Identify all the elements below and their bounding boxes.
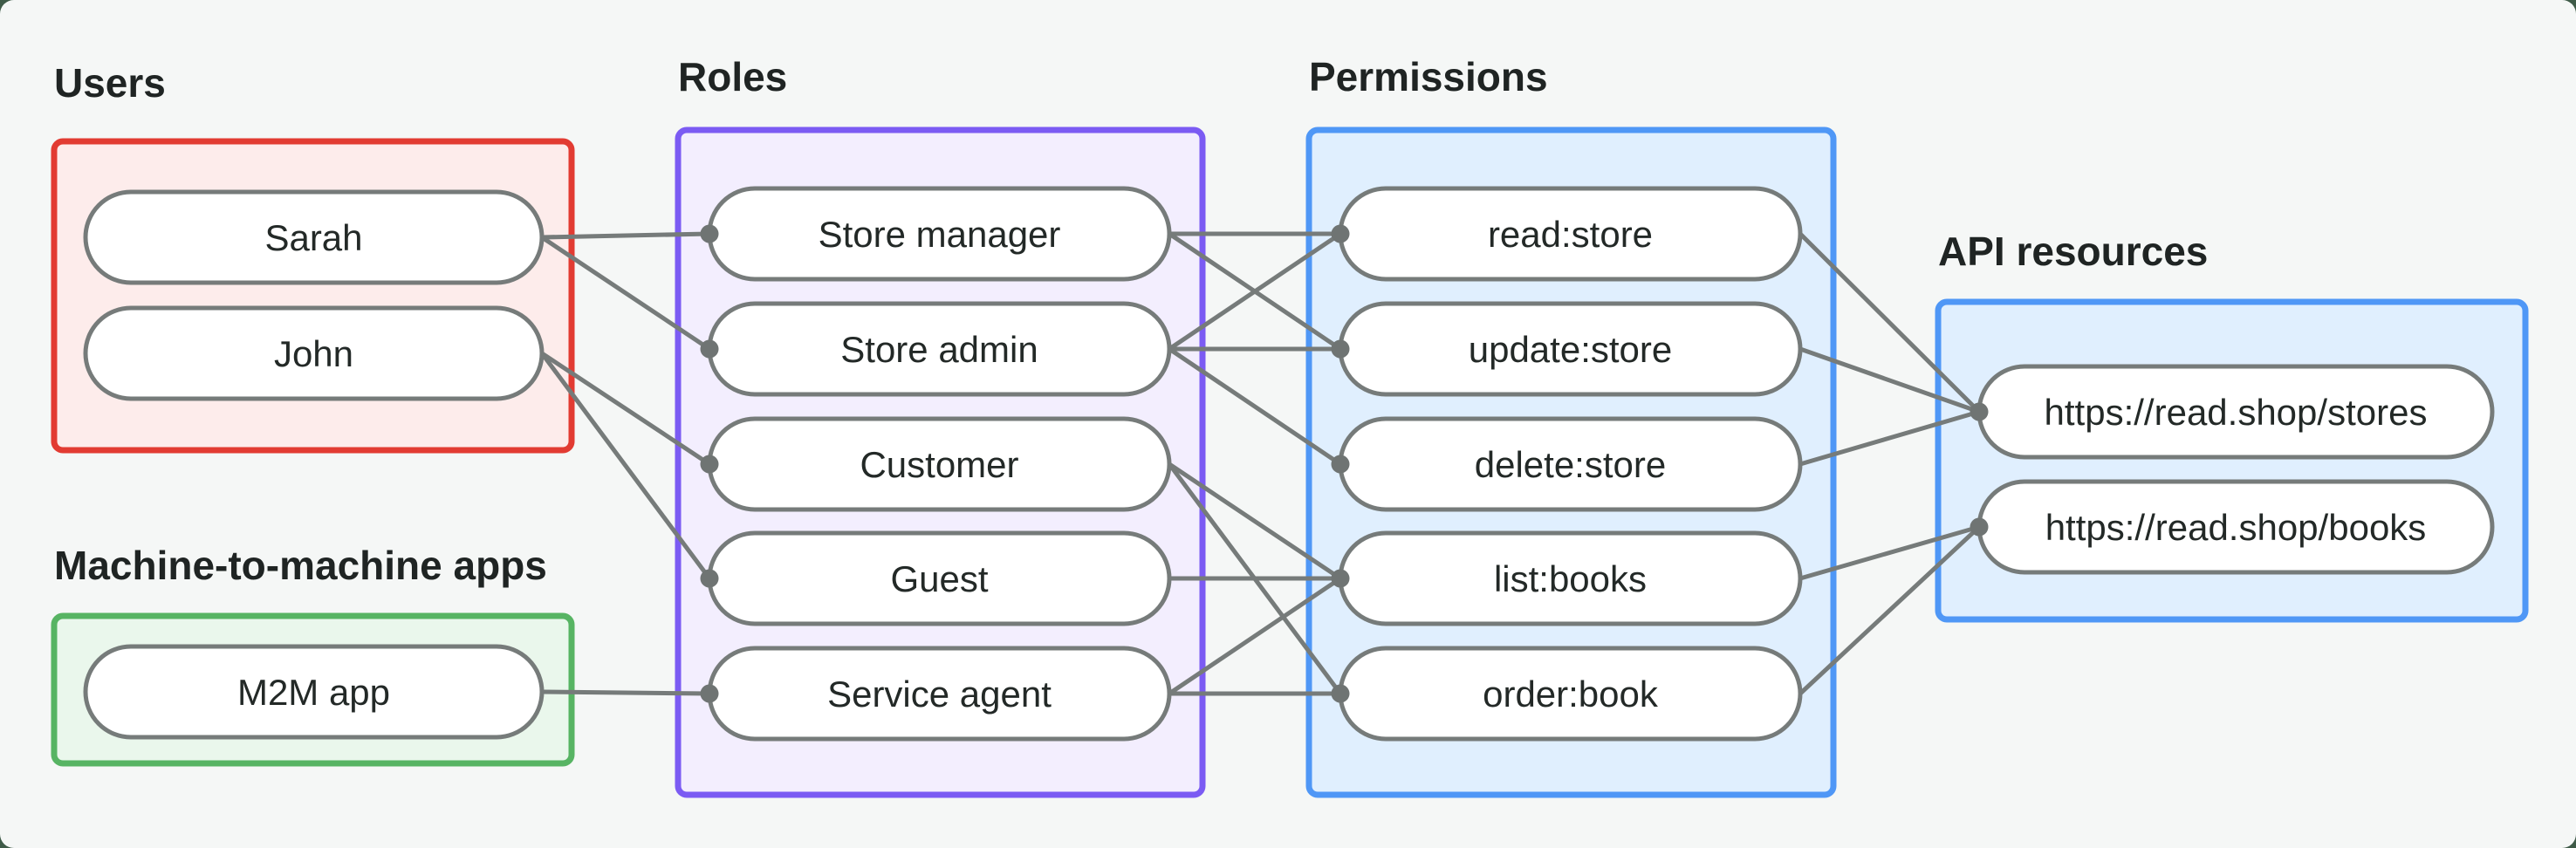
edge-line <box>541 689 710 696</box>
edge-line <box>1799 409 1980 467</box>
node-john-label: John <box>274 333 353 374</box>
node-customer: Customer <box>707 416 1172 512</box>
node-update-store: update:store <box>1338 301 1803 397</box>
connection-dot <box>1970 402 1989 421</box>
node-sarah: Sarah <box>83 189 545 285</box>
node-order-book-label: order:book <box>1483 674 1659 715</box>
node-store-admin: Store admin <box>707 301 1172 397</box>
node-list-books: list:books <box>1338 530 1803 626</box>
node-service-agent-label: Service agent <box>827 674 1052 715</box>
m2m-group-label: Machine-to-machine apps <box>54 543 547 588</box>
connection-dot <box>700 455 719 474</box>
connection-dot <box>700 339 719 359</box>
node-read-store-label: read:store <box>1488 214 1653 255</box>
node-guest: Guest <box>707 530 1172 626</box>
node-books-resource-label: https://read.shop/books <box>2045 507 2427 548</box>
connection-dot <box>700 224 719 243</box>
users-group-box <box>51 138 575 454</box>
edge-line <box>1168 346 1342 467</box>
node-customer-label: Customer <box>860 444 1018 485</box>
node-stores-resource: https://read.shop/stores <box>1977 364 2495 460</box>
node-read-store: read:store <box>1338 186 1803 282</box>
dots-layer <box>700 224 1989 703</box>
node-delete-store: delete:store <box>1338 416 1803 512</box>
edge-line <box>540 235 711 352</box>
permissions-group-label: Permissions <box>1309 54 1548 99</box>
node-stores-resource-label: https://read.shop/stores <box>2045 392 2428 433</box>
edge-line <box>539 352 712 580</box>
edge-line <box>1798 525 1981 695</box>
users-group-label: Users <box>54 60 166 106</box>
connection-dot <box>1331 569 1350 588</box>
node-service-agent: Service agent <box>707 646 1172 742</box>
connection-dot <box>1970 517 1989 537</box>
connection-dot <box>1331 455 1350 474</box>
edge-line <box>1799 524 1980 581</box>
node-john: John <box>83 305 545 401</box>
edge-line <box>1799 346 1980 414</box>
roles-group-label: Roles <box>678 54 787 99</box>
node-order-book: order:book <box>1338 646 1803 742</box>
node-m2m-app-label: M2M app <box>237 672 390 713</box>
edge-line <box>541 231 710 240</box>
edge-line <box>1168 231 1342 352</box>
node-list-books-label: list:books <box>1494 558 1647 599</box>
node-store-manager-label: Store manager <box>819 214 1061 255</box>
node-sarah-label: Sarah <box>264 217 362 258</box>
node-store-admin-label: Store admin <box>840 329 1038 370</box>
connection-dot <box>700 569 719 588</box>
node-update-store-label: update:store <box>1469 329 1673 370</box>
edge-line <box>1168 576 1342 696</box>
connection-dot <box>1331 224 1350 243</box>
connection-dot <box>700 684 719 703</box>
edge-line <box>540 351 711 467</box>
edge-line <box>1168 462 1342 581</box>
node-books-resource: https://read.shop/books <box>1977 479 2495 575</box>
edge-line <box>1798 232 1981 414</box>
connection-dot <box>1331 339 1350 359</box>
edges-layer <box>539 231 1981 696</box>
connection-dot <box>1331 684 1350 703</box>
node-guest-label: Guest <box>890 558 988 599</box>
node-m2m-app: M2M app <box>83 644 545 740</box>
node-delete-store-label: delete:store <box>1475 444 1666 485</box>
api-resources-group-label: API resources <box>1938 229 2208 274</box>
node-store-manager: Store manager <box>707 186 1172 282</box>
